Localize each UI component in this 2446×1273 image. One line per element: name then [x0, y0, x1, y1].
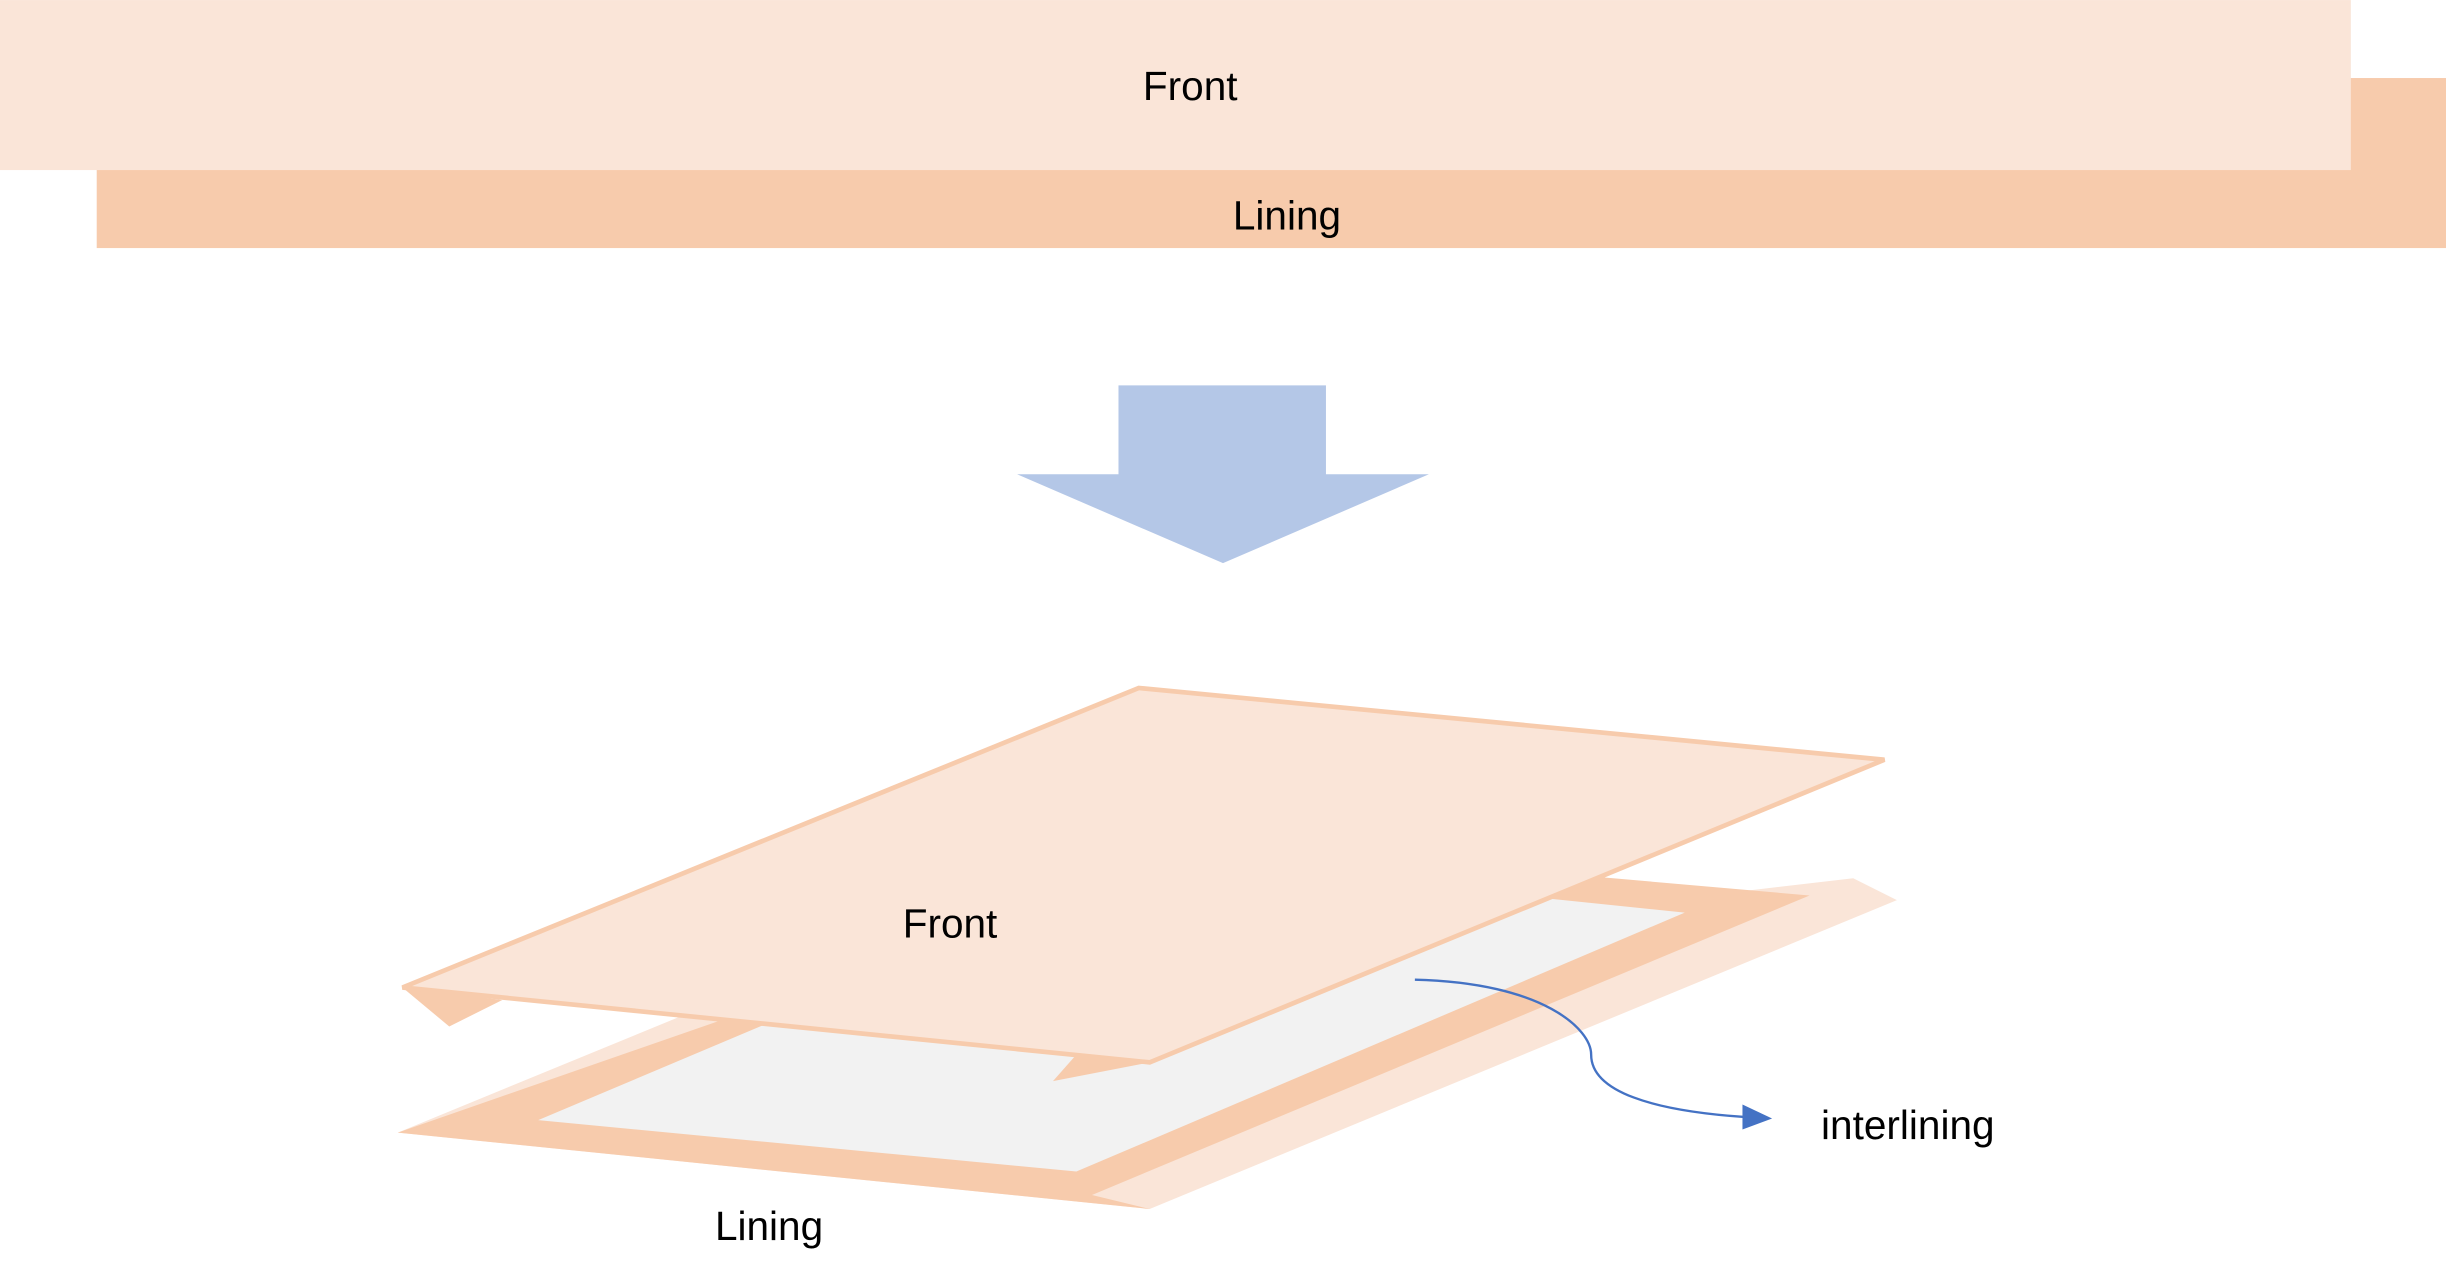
lining-label-top: Lining	[1233, 192, 1341, 238]
flat-layers: Front Lining	[0, 0, 2446, 249]
interlining-pointer	[1414, 978, 1745, 1119]
front-label-top: Front	[1143, 63, 1238, 109]
pointer-arrowhead-icon	[1742, 1104, 1773, 1130]
front-layer-3d	[401, 685, 1886, 1082]
front-layer-flat	[0, 0, 2351, 171]
interlining-label: interlining	[1821, 1102, 1995, 1148]
down-arrow-icon	[1017, 385, 1429, 564]
front-label-3d: Front	[903, 901, 998, 947]
lining-label-3d: Lining	[715, 1203, 823, 1249]
